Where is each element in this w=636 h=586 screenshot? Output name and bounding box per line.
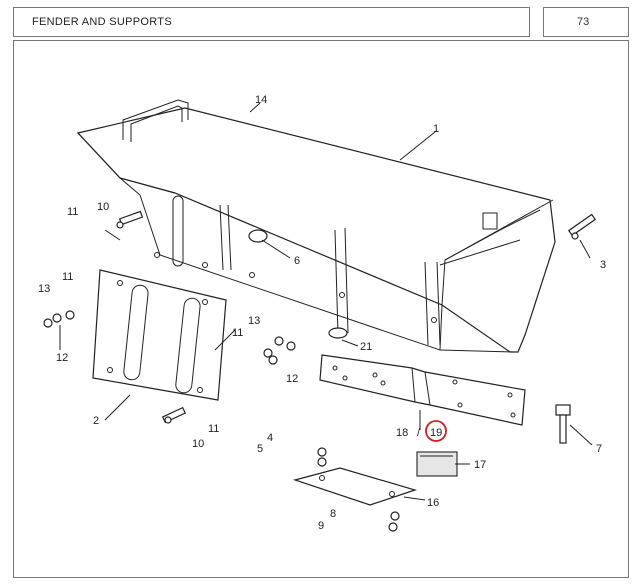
- callout-7: 7: [596, 443, 602, 455]
- callout-2: 2: [93, 415, 99, 427]
- leader-lines: [59, 102, 593, 501]
- callout-10-bottom: 10: [192, 438, 204, 450]
- callout-14: 14: [255, 94, 267, 106]
- callout-21: 21: [360, 341, 372, 353]
- handle: [122, 99, 189, 142]
- page-number-box: 73: [543, 7, 629, 37]
- bolt: [555, 404, 571, 444]
- fender-body: [76, 107, 556, 353]
- callout-10-top: 10: [97, 201, 109, 213]
- callout-12-right: 12: [286, 373, 298, 385]
- bracket: [319, 354, 526, 426]
- callout-13-left: 13: [38, 283, 50, 295]
- callout-11-bottom: 11: [208, 423, 219, 435]
- callout-6: 6: [294, 255, 300, 267]
- callout-18: 18: [396, 427, 408, 439]
- callout-4: 4: [267, 432, 273, 444]
- title-box: FENDER AND SUPPORTS: [13, 7, 530, 37]
- spacer: [416, 451, 458, 477]
- callout-separator: /: [417, 427, 421, 439]
- page-number: 73: [577, 16, 590, 28]
- callout-11-left: 11: [62, 271, 73, 283]
- highlight-circle: [425, 420, 447, 442]
- callout-1: 1: [433, 123, 439, 135]
- callout-5: 5: [257, 443, 263, 455]
- callout-11-mid: 11: [232, 327, 243, 339]
- callout-13-right: 13: [248, 315, 260, 327]
- callout-8: 8: [330, 508, 336, 520]
- hardware: [43, 210, 597, 532]
- callout-9: 9: [318, 520, 324, 532]
- support-plate: [92, 269, 227, 401]
- callout-17: 17: [474, 459, 486, 471]
- flat-plate: [292, 467, 418, 506]
- callout-19: 19: [430, 427, 442, 439]
- callout-12-left: 12: [56, 352, 68, 364]
- callout-3: 3: [600, 259, 606, 271]
- page-title: FENDER AND SUPPORTS: [32, 16, 172, 28]
- callout-11-top: 11: [67, 206, 78, 218]
- callout-16: 16: [427, 497, 439, 509]
